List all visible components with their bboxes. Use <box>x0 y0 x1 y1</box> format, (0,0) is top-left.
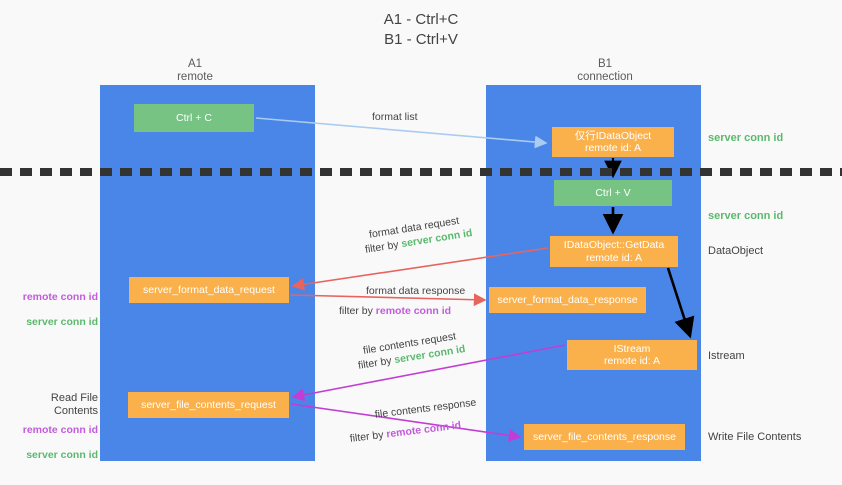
node-server-file-contents-request[interactable]: server_file_contents_request <box>128 392 289 418</box>
divider-dashed-line <box>0 168 842 176</box>
annotation-dataobject: DataObject <box>708 245 764 257</box>
node-ctrl-v[interactable]: Ctrl + V <box>554 180 672 206</box>
annotation-istream: Istream <box>708 350 745 362</box>
annotation-read-file-contents: Read File Contents <box>50 392 98 417</box>
column-header-b1: B1 connection <box>577 58 633 83</box>
node-istream[interactable]: IStream remote id: A <box>567 340 697 370</box>
edge-label-file-contents-response: file contents response <box>374 396 477 421</box>
annotation-server-conn-id-1: server conn id <box>26 315 98 328</box>
filter-prefix: filter by <box>339 305 376 317</box>
annotation-remote-conn-id-1: remote conn id <box>22 290 98 303</box>
column-header-a1: A1 remote <box>177 58 213 83</box>
filter-value-remote-conn-id: remote conn id <box>385 419 462 441</box>
annotation-write-file-contents: Write File Contents <box>708 431 802 443</box>
node-server-format-data-response[interactable]: server_format_data_response <box>489 287 646 313</box>
filter-prefix: filter by <box>357 354 396 372</box>
edge-label-format-data-response: format data response <box>366 285 466 297</box>
filter-value-remote-conn-id: remote conn id <box>375 305 452 317</box>
page-title: A1 - Ctrl+C B1 - Ctrl+V <box>383 11 459 48</box>
node-ctrl-c[interactable]: Ctrl + C <box>134 104 254 132</box>
annotation-server-conn-id-2: server conn id <box>26 448 98 461</box>
annotation-conn-ids-file: remote conn id server conn id <box>10 411 98 461</box>
edge-label-format-data-response-filter: filter by remote conn id <box>339 304 451 318</box>
edge-label-file-contents-response-filter: filter by remote conn id <box>349 418 462 446</box>
node-idataobject[interactable]: 仅行IDataObject remote id: A <box>552 127 674 157</box>
annotation-remote-conn-id-2: remote conn id <box>22 423 98 436</box>
annotation-server-conn-id-top: server conn id <box>708 132 784 144</box>
filter-prefix: filter by <box>349 428 388 445</box>
annotation-server-conn-id-mid: server conn id <box>708 210 784 222</box>
node-server-file-contents-response[interactable]: server_file_contents_response <box>524 424 685 450</box>
node-idataobject-getdata[interactable]: IDataObject::GetData remote id: A <box>550 236 678 267</box>
node-server-format-data-request[interactable]: server_format_data_request <box>129 277 289 303</box>
annotation-conn-ids-format: remote conn id server conn id <box>10 278 98 328</box>
edge-label-format-list: format list <box>372 111 418 123</box>
